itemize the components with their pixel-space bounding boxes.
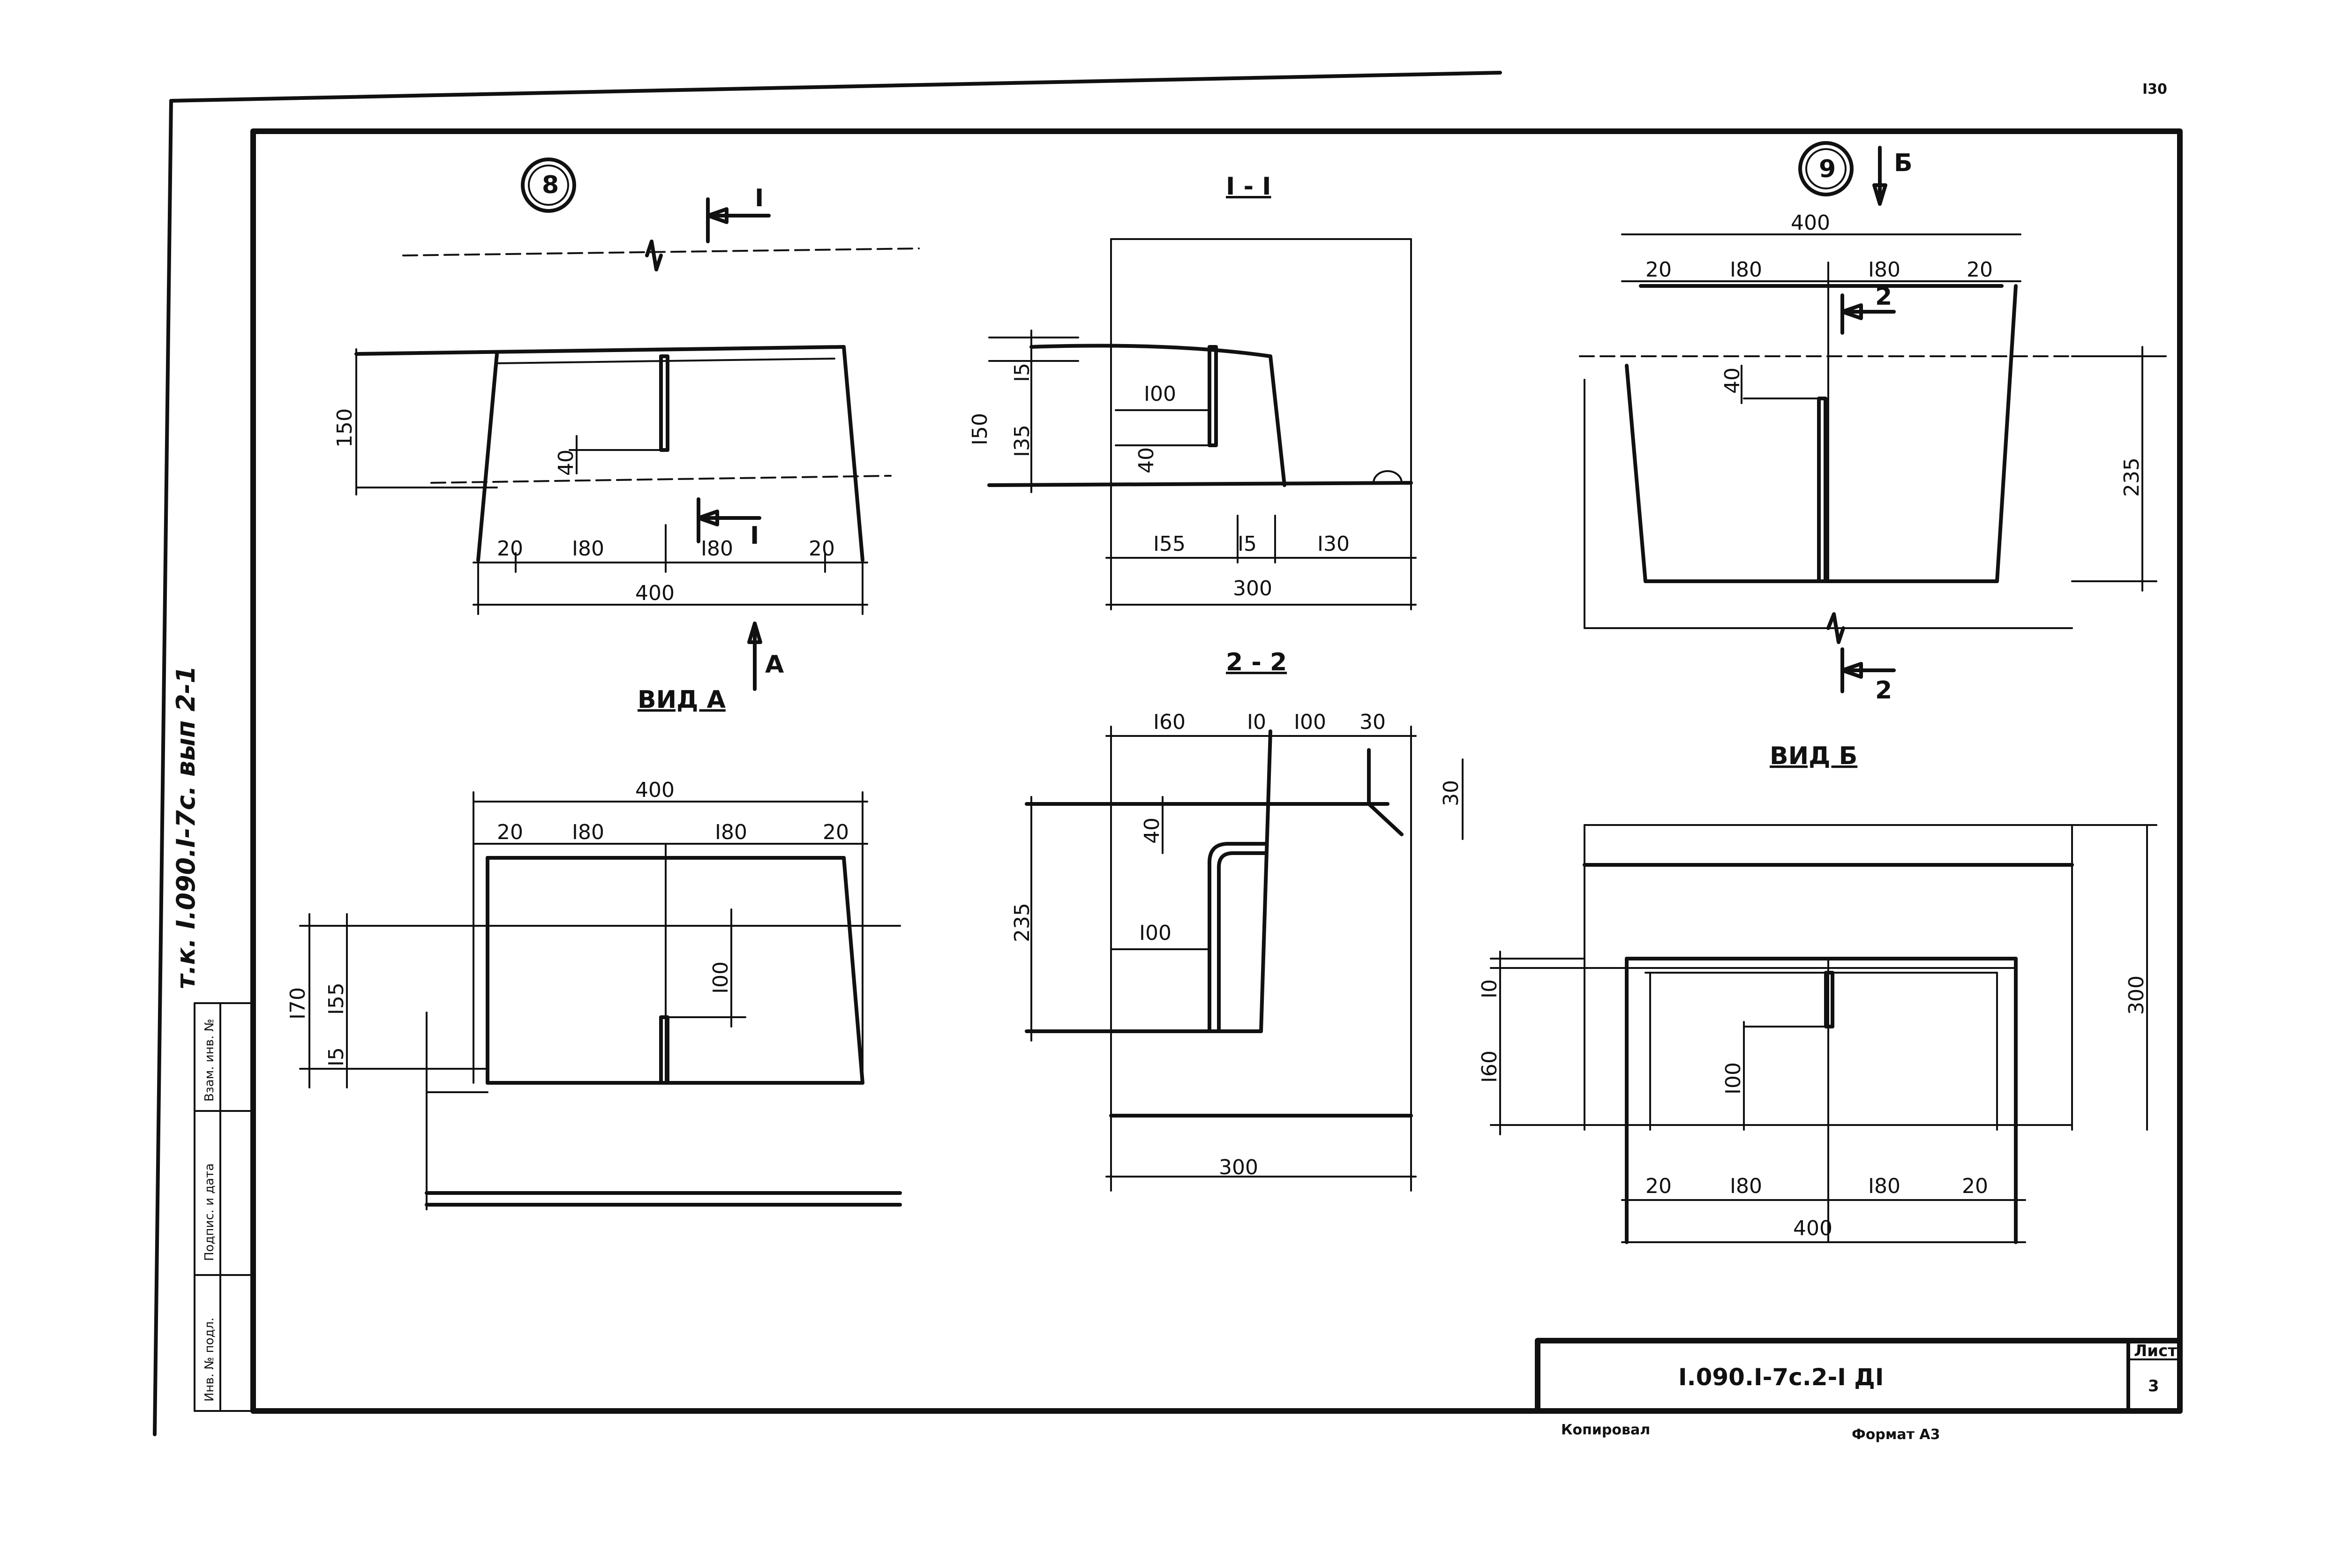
side-document-label: т.к. I.090.I-7с. вып 2-1 <box>171 666 201 989</box>
node-9-dim-180-right: I80 <box>1868 258 1900 282</box>
node-9-dim-20-left: 20 <box>1645 258 1672 282</box>
node-9-cut-label-top: 2 <box>1875 283 1892 311</box>
node-9-cut-label-bottom: 2 <box>1875 676 1892 705</box>
node-9-dim-235: 235 <box>2120 458 2144 497</box>
view-a-title: ВИД А <box>638 686 726 714</box>
view-b-dim-20-right: 20 <box>1962 1174 1988 1198</box>
section-1-1-dim-130: I30 <box>1317 532 1350 556</box>
stamp-replacement: Взам. инв. № <box>203 1019 217 1102</box>
node-8-view-arrow: А <box>765 651 784 679</box>
view-a-dim-100: I00 <box>709 961 733 994</box>
section-1-1-drawing <box>987 238 1417 610</box>
node-8-dim-400: 400 <box>635 581 675 605</box>
section-1-1-title: I - I <box>1226 173 1271 201</box>
node-9-dim-20-right: 20 <box>1967 258 1993 282</box>
view-a-dim-180-left: I80 <box>572 820 604 844</box>
node-8-view: 8 I А <box>354 158 920 691</box>
section-2-2-dim-100b: I00 <box>1139 921 1172 945</box>
stamp-inventory: Инв. № подл. <box>203 1318 217 1402</box>
sheet-label: Лист <box>2134 1342 2177 1360</box>
section-2-2-dim-30-top: 30 <box>1359 710 1386 734</box>
section-2-2-dim-40: 40 <box>1140 818 1164 844</box>
node-9-dim-40: 40 <box>1720 368 1744 394</box>
node-8-dim-180-left: I80 <box>572 537 604 561</box>
node-8-dim-20-right: 20 <box>809 537 835 561</box>
node-8-dim-height: 150 <box>333 408 357 448</box>
sheet-number: 3 <box>2148 1377 2159 1395</box>
section-2-2-dim-160: I60 <box>1153 710 1186 734</box>
section-2-2-dim-300: 300 <box>1219 1155 1258 1179</box>
section-1-1-dim-15b: I5 <box>1238 532 1257 556</box>
stamp-signature: Подпис. и дата <box>203 1163 217 1261</box>
node-8-dim-40: 40 <box>554 450 578 476</box>
view-b-dim-180-left: I80 <box>1730 1174 1762 1198</box>
sheet-frame <box>153 71 2183 1436</box>
section-2-2-drawing <box>1025 726 1464 1192</box>
view-a-dim-170: I70 <box>286 987 310 1020</box>
view-a-dim-180-right: I80 <box>715 820 747 844</box>
section-2-2-dim-30-side: 30 <box>1439 780 1463 806</box>
format-label: Формат А3 <box>1852 1426 1940 1443</box>
node-8-cut-label-bottom: I <box>750 522 759 550</box>
section-1-1-dim-135: I35 <box>1010 425 1034 457</box>
section-1-1-dim-300: 300 <box>1233 577 1272 600</box>
section-1-1-dim-15: I5 <box>1010 363 1034 382</box>
title-block <box>1535 1338 2183 1414</box>
view-a-dim-155: I55 <box>324 983 348 1015</box>
view-b-dim-100: I00 <box>1721 1062 1745 1095</box>
drawing-code: I.090.I-7c.2-I ДI <box>1678 1364 1884 1391</box>
copied-by-label: Копировал <box>1561 1422 1650 1438</box>
node-8-cut-label-top: I <box>755 184 764 212</box>
section-2-2-title: 2 - 2 <box>1226 648 1287 676</box>
view-b-title: ВИД Б <box>1770 742 1857 770</box>
view-b-dim-300: 300 <box>2125 975 2148 1015</box>
section-1-1-dim-40: 40 <box>1134 447 1158 473</box>
node-8-dim-20-left: 20 <box>497 537 523 561</box>
node-9-dim-400: 400 <box>1791 211 1830 235</box>
section-2-2-dim-235: 235 <box>1010 903 1034 942</box>
view-b-dim-160: I60 <box>1478 1050 1502 1083</box>
section-2-2-dim-10: I0 <box>1247 710 1266 734</box>
view-b-drawing <box>1490 824 2157 1244</box>
node-9-dim-180-left: I80 <box>1730 258 1762 282</box>
node-8-dim-180-right: I80 <box>701 537 733 561</box>
node-9-marker: 9 <box>1819 155 1836 183</box>
view-a-dim-20-left: 20 <box>497 820 523 844</box>
section-1-1-dim-155: I55 <box>1153 532 1186 556</box>
view-a-dim-400: 400 <box>635 778 675 802</box>
section-1-1-dim-150: I50 <box>968 413 992 445</box>
view-b-dim-400: 400 <box>1793 1216 1832 1240</box>
section-1-1-dim-100: I00 <box>1144 382 1176 406</box>
corner-mark: I30 <box>2142 81 2167 98</box>
node-8-marker: 8 <box>542 171 559 199</box>
view-b-dim-20-left: 20 <box>1645 1174 1672 1198</box>
view-b-dim-180-right: I80 <box>1868 1174 1900 1198</box>
view-a-dim-20-right: 20 <box>823 820 849 844</box>
view-a-dim-15: I5 <box>324 1047 348 1066</box>
node-9-view-arrow: Б <box>1894 149 1913 177</box>
section-2-2-dim-100: I00 <box>1294 710 1326 734</box>
node-9-view: 9 Б <box>1579 141 2167 693</box>
view-b-dim-10: I0 <box>1478 979 1502 998</box>
view-a-drawing <box>299 791 902 1210</box>
